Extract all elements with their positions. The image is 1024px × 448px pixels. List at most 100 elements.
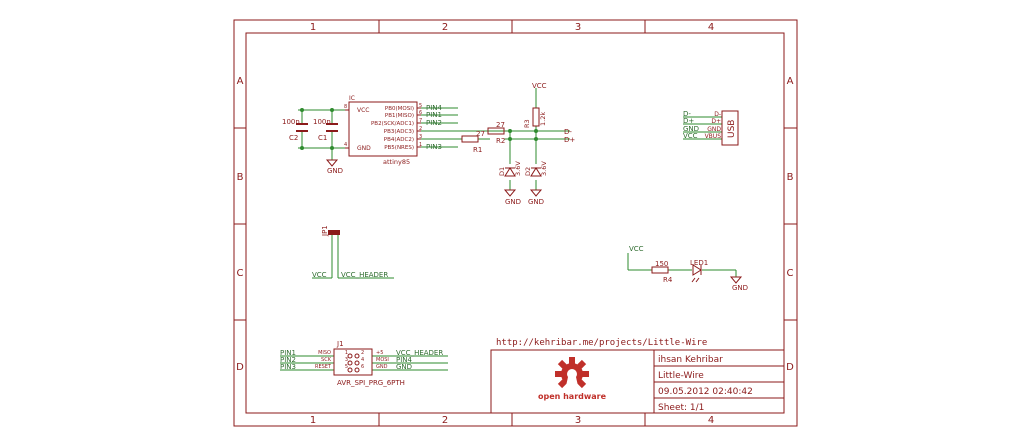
ground-symbol-icon bbox=[503, 189, 517, 197]
ic-pin-num: 4 bbox=[344, 142, 347, 148]
usb-pin-name: D- bbox=[714, 111, 721, 118]
ic-pin-num: 2 bbox=[419, 126, 422, 132]
column-label: 4 bbox=[708, 415, 714, 426]
ic-pin-name: PB2(SCK/ADC1) bbox=[371, 121, 414, 127]
j1-ref: J1 bbox=[336, 340, 344, 348]
column-label: 2 bbox=[442, 22, 448, 33]
logo-text: open hardware bbox=[538, 392, 607, 401]
usb-label: USB bbox=[727, 120, 737, 138]
dplus-label: D+ bbox=[564, 136, 575, 144]
ic-pin-num: 6 bbox=[419, 110, 422, 116]
net-label: PIN4 bbox=[426, 104, 443, 112]
jp1-ref: JP1 bbox=[321, 225, 329, 237]
isp-net-label: PIN1 bbox=[280, 349, 296, 357]
isp-pin-name: GND bbox=[376, 364, 388, 370]
ic-pin-num: 7 bbox=[419, 118, 422, 124]
usb-connector: D- D+ GND VCC D- D+ GND VBUS USB bbox=[683, 110, 739, 146]
isp-pin-name: +5 bbox=[376, 350, 383, 356]
r4-ref: R4 bbox=[663, 276, 673, 284]
isp-pin-num: 6 bbox=[361, 364, 364, 370]
led-ref: LED1 bbox=[690, 259, 708, 267]
isp-net-label: PIN4 bbox=[396, 356, 413, 364]
c2-value: 100n bbox=[282, 118, 300, 126]
dminus-label: D- bbox=[564, 128, 572, 136]
d2-zener-icon bbox=[530, 167, 542, 177]
usb-net-label: D+ bbox=[683, 117, 694, 125]
isp-net-label: GND bbox=[396, 363, 412, 371]
project-url: http://kehribar.me/projects/Little-Wire bbox=[496, 338, 707, 348]
isp-pin-name: MOSI bbox=[376, 357, 389, 363]
ic-pin-name: PB1(MISO) bbox=[385, 113, 414, 119]
ic-pin-name: PB3(ADC3) bbox=[384, 129, 414, 135]
j1-part: AVR_SPI_PRG_6PTH bbox=[337, 379, 405, 387]
isp-net-label: VCC_HEADER bbox=[396, 349, 443, 357]
row-label: A bbox=[787, 76, 794, 87]
drawing-title: Little-Wire bbox=[658, 371, 704, 381]
decoupling-capacitors: 100n C2 100n C1 GND bbox=[282, 108, 345, 175]
ic-pin-num: 8 bbox=[344, 104, 347, 110]
usb-net-label: D- bbox=[683, 110, 691, 118]
net-label: PIN3 bbox=[426, 143, 442, 151]
isp-pin-name: MISO bbox=[318, 350, 331, 356]
r3-value: 1.2k bbox=[539, 112, 547, 126]
ic-pin-name: GND bbox=[357, 145, 371, 152]
jp1-jumper: JP1 VCC VCC_HEADER bbox=[312, 225, 394, 279]
column-label: 2 bbox=[442, 415, 448, 426]
title-block: http://kehribar.me/projects/Little-Wire … bbox=[490, 338, 785, 414]
isp-pin-num: 3 bbox=[345, 357, 348, 363]
row-label: C bbox=[787, 268, 794, 279]
r1-value: 27 bbox=[476, 130, 485, 138]
r2-ref: R2 bbox=[496, 137, 505, 145]
ic-pin-num: 5 bbox=[419, 103, 422, 109]
light-emission-icon bbox=[691, 277, 700, 283]
r4-value: 150 bbox=[655, 260, 668, 268]
open-hardware-logo-icon bbox=[555, 357, 589, 389]
ground-symbol-icon bbox=[325, 159, 339, 167]
isp-pin-num: 5 bbox=[345, 364, 348, 370]
usb-pin-name: D+ bbox=[711, 118, 721, 125]
r3-ref: R3 bbox=[523, 119, 531, 128]
ic-pin-num: 1 bbox=[419, 142, 422, 148]
vcc-label: VCC bbox=[532, 82, 547, 90]
d2-ref: D2 bbox=[524, 167, 532, 176]
column-label: 3 bbox=[575, 415, 581, 426]
r1-resistor-icon bbox=[461, 135, 479, 143]
gnd-label: GND bbox=[505, 198, 521, 206]
ic-pin-name: PB0(MOSI) bbox=[385, 106, 414, 112]
isp-pin-name: SCK bbox=[321, 357, 332, 363]
row-label: D bbox=[236, 362, 244, 373]
c1-value: 100n bbox=[313, 118, 331, 126]
c1-ref: C1 bbox=[318, 134, 327, 142]
usb-net-label: GND bbox=[683, 125, 699, 133]
gnd-label: GND bbox=[528, 198, 544, 206]
usb-interface-circuit: R1 27 R2 27 VCC GND GND D- D+ R3 1.2k D1… bbox=[461, 82, 575, 206]
d1-value: 3.6V bbox=[514, 161, 522, 176]
usb-net-label: VCC bbox=[683, 132, 698, 140]
column-label: 1 bbox=[310, 22, 316, 33]
column-label: 3 bbox=[575, 22, 581, 33]
row-label: A bbox=[237, 76, 244, 87]
ic-pin-name: PB5(NRES) bbox=[384, 145, 414, 151]
ic-pin-name: PB4(ADC2) bbox=[384, 137, 414, 143]
r1-ref: R1 bbox=[473, 146, 482, 154]
sheet-number: Sheet: 1/1 bbox=[658, 403, 704, 413]
attiny85-ic: IC attiny85 8 4 VCC GND PB0(MOSI) PB1(MI… bbox=[344, 95, 570, 166]
net-label: PIN1 bbox=[426, 111, 442, 119]
frame-labels: 1 2 3 4 1 2 3 4 A B C D A B C D bbox=[236, 22, 794, 426]
net-label: PIN2 bbox=[426, 119, 442, 127]
vcc-label: VCC bbox=[629, 245, 644, 253]
r2-value: 27 bbox=[496, 121, 505, 129]
row-label: D bbox=[786, 362, 794, 373]
c2-ref: C2 bbox=[289, 134, 298, 142]
r4-resistor-icon bbox=[651, 266, 669, 274]
isp-pin-num: 1 bbox=[345, 350, 348, 356]
ground-symbol-icon bbox=[529, 189, 543, 197]
gnd-label: GND bbox=[327, 167, 343, 175]
isp-pin-num: 4 bbox=[361, 357, 364, 363]
isp-net-label: PIN3 bbox=[280, 363, 296, 371]
column-label: 1 bbox=[310, 415, 316, 426]
isp-pin-name: RESET bbox=[315, 364, 332, 370]
usb-pin-name: GND bbox=[707, 126, 721, 133]
column-label: 4 bbox=[708, 22, 714, 33]
